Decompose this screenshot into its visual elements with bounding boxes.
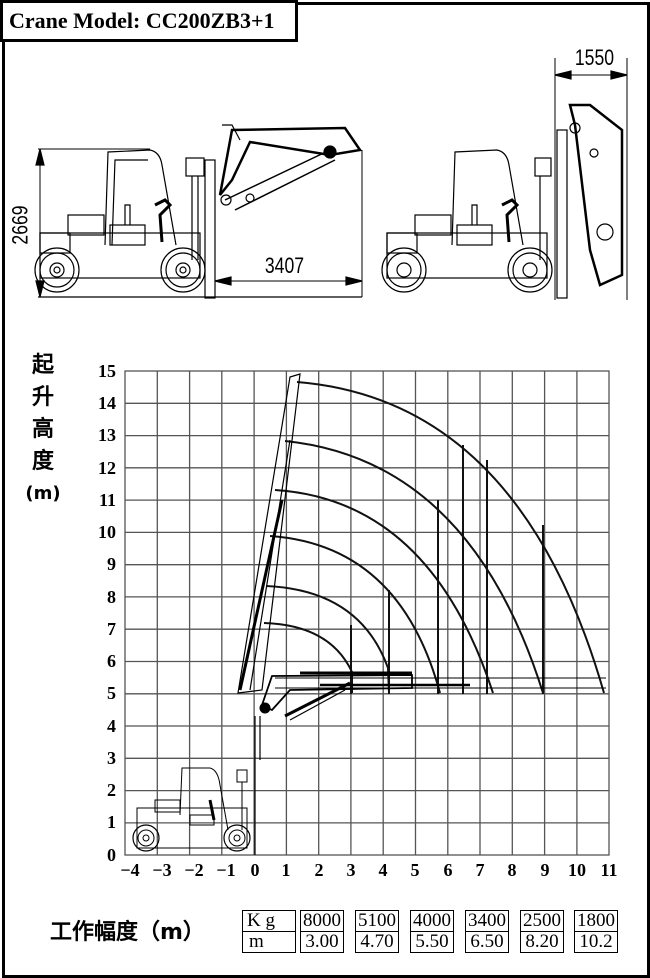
x-tick: 5 bbox=[410, 860, 420, 880]
y-tick: 12 bbox=[98, 458, 116, 478]
x-tick: −1 bbox=[216, 860, 236, 880]
x-tick: 11 bbox=[600, 860, 618, 880]
y-tick: 4 bbox=[107, 716, 116, 736]
reach-dimension-label: 3407 bbox=[264, 253, 305, 278]
title-box: Crane Model: CC200ZB3+1 bbox=[0, 0, 298, 42]
load-kg: 1800 bbox=[577, 910, 615, 931]
load-radius: 10.2 bbox=[575, 931, 617, 952]
load-kg: 3400 bbox=[468, 910, 506, 931]
y-tick: 8 bbox=[107, 587, 116, 607]
x-tick: 10 bbox=[568, 860, 586, 880]
x-tick: 3 bbox=[346, 860, 356, 880]
x-tick: 9 bbox=[540, 860, 550, 880]
side-view-drawing bbox=[34, 124, 363, 299]
y-tick: 3 bbox=[107, 748, 116, 768]
load-table-column: 2500 8.20 bbox=[520, 910, 564, 953]
x-tick: 6 bbox=[443, 860, 453, 880]
load-table-column: 3400 6.50 bbox=[465, 910, 509, 953]
load-radius: 6.50 bbox=[466, 931, 508, 952]
load-kg: 5100 bbox=[358, 910, 396, 931]
load-radius: 3.00 bbox=[301, 931, 343, 952]
y-tick: 5 bbox=[107, 683, 116, 703]
x-tick: 0 bbox=[250, 860, 260, 880]
y-tick: 7 bbox=[107, 619, 116, 639]
folded-view-drawing bbox=[381, 58, 628, 300]
y-tick: 10 bbox=[98, 522, 116, 542]
y-tick: 2 bbox=[107, 780, 116, 800]
x-tick: 7 bbox=[475, 860, 485, 880]
folded-width-dimension-label: 1550 bbox=[574, 45, 615, 70]
x-axis-label: 工作幅度（m） bbox=[50, 920, 205, 945]
crane-on-chart bbox=[132, 373, 606, 855]
y-tick: 15 bbox=[98, 361, 116, 381]
kg-unit-label: K g bbox=[247, 910, 275, 931]
load-radius: 4.70 bbox=[356, 931, 398, 952]
x-tick: −2 bbox=[184, 860, 204, 880]
load-table-column: 1800 10.2 bbox=[574, 910, 618, 953]
load-table-column: 4000 5.50 bbox=[410, 910, 454, 953]
height-dimension-label: 2669 bbox=[7, 205, 33, 245]
y-tick: 9 bbox=[107, 554, 116, 574]
load-kg: 2500 bbox=[523, 910, 561, 931]
x-tick: 8 bbox=[507, 860, 517, 880]
load-radius: 5.50 bbox=[411, 931, 453, 952]
chart-grid bbox=[124, 370, 610, 856]
load-kg: 4000 bbox=[413, 910, 451, 931]
y-tick: 1 bbox=[107, 812, 116, 832]
y-tick: 6 bbox=[107, 651, 116, 671]
m-unit-label: m bbox=[243, 931, 295, 952]
x-tick: 2 bbox=[314, 860, 324, 880]
y-axis-label: 起升高度(m) bbox=[25, 353, 61, 504]
load-table-column: 8000 3.00 bbox=[300, 910, 344, 953]
load-kg: 8000 bbox=[303, 910, 341, 931]
load-table-column: 5100 4.70 bbox=[355, 910, 399, 953]
y-tick: 14 bbox=[98, 393, 116, 413]
load-radius: 8.20 bbox=[521, 931, 563, 952]
x-tick: −3 bbox=[152, 860, 172, 880]
load-table-header: K g m bbox=[242, 910, 296, 953]
y-tick: 11 bbox=[98, 490, 116, 510]
y-tick: 0 bbox=[107, 845, 116, 865]
range-arcs bbox=[263, 381, 605, 694]
y-tick: 13 bbox=[98, 425, 116, 445]
page-title: Crane Model: CC200ZB3+1 bbox=[9, 8, 275, 33]
x-tick: 1 bbox=[281, 860, 291, 880]
x-tick: −4 bbox=[120, 860, 140, 880]
x-tick: 4 bbox=[378, 860, 388, 880]
